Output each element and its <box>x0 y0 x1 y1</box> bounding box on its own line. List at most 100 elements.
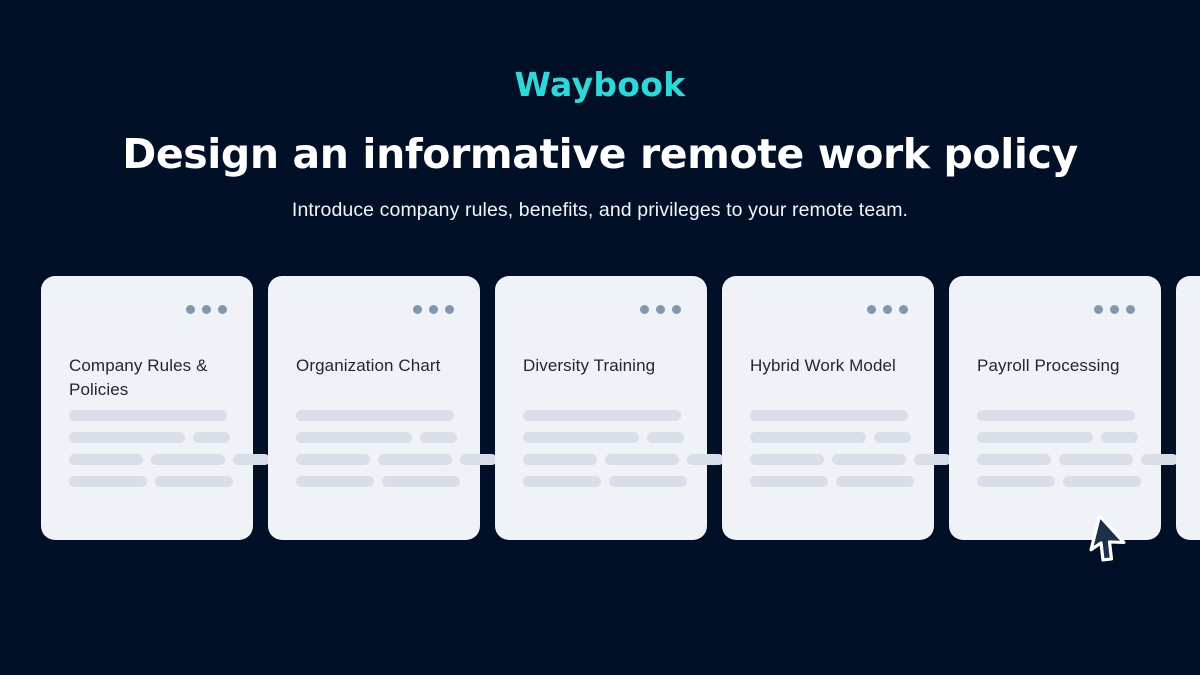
placeholder-bar <box>69 432 185 443</box>
placeholder-bar <box>832 454 906 465</box>
document-card-title: Payroll Processing <box>977 356 1120 375</box>
placeholder-bar <box>1059 454 1133 465</box>
placeholder-bar <box>523 410 681 421</box>
document-card[interactable]: Diversity Training <box>495 276 724 540</box>
brand-header: Waybook <box>0 0 1200 101</box>
placeholder-bar <box>977 410 1135 421</box>
placeholder-bar <box>750 410 908 421</box>
page-title: Design an informative remote work policy <box>122 130 1078 178</box>
placeholder-bar <box>233 454 270 465</box>
placeholder-bar <box>609 476 687 487</box>
placeholder-bar <box>750 454 824 465</box>
placeholder-bar <box>914 454 951 465</box>
document-card[interactable]: Payroll Processing <box>949 276 1178 540</box>
placeholder-bar <box>977 476 1055 487</box>
more-horizontal-icon[interactable] <box>186 305 227 314</box>
placeholder-row <box>523 454 724 465</box>
document-card[interactable]: Hybrid Work Model <box>722 276 951 540</box>
placeholder-bar <box>687 454 724 465</box>
placeholder-row <box>69 454 270 465</box>
placeholder-bar <box>1101 432 1138 443</box>
document-card-title: Hybrid Work Model <box>750 356 896 375</box>
dot <box>1126 305 1135 314</box>
placeholder-row <box>296 454 497 465</box>
placeholder-bar <box>750 432 866 443</box>
placeholder-row <box>69 476 233 487</box>
content-placeholder <box>750 410 951 498</box>
placeholder-bar <box>523 454 597 465</box>
placeholder-bar <box>647 432 684 443</box>
dot <box>186 305 195 314</box>
dot <box>672 305 681 314</box>
page-subtitle: Introduce company rules, benefits, and p… <box>291 199 909 222</box>
placeholder-row <box>523 476 687 487</box>
document-card[interactable]: Company Rules & Policies <box>41 276 270 540</box>
document-card-title: Company Rules & Policies <box>69 356 208 400</box>
placeholder-bar <box>69 476 147 487</box>
dot <box>899 305 908 314</box>
document-card-title: Organization Chart <box>296 356 441 375</box>
dot <box>413 305 422 314</box>
dot <box>1094 305 1103 314</box>
placeholder-bar <box>605 454 679 465</box>
placeholder-row <box>296 476 460 487</box>
placeholder-bar <box>296 476 374 487</box>
more-horizontal-icon[interactable] <box>867 305 908 314</box>
placeholder-row <box>523 432 684 443</box>
placeholder-bar <box>523 432 639 443</box>
dot <box>1110 305 1119 314</box>
placeholder-bar <box>836 476 914 487</box>
content-placeholder <box>69 410 270 498</box>
placeholder-row <box>750 454 951 465</box>
placeholder-row <box>977 410 1135 421</box>
placeholder-row <box>296 410 454 421</box>
document-card[interactable]: Organization Chart <box>268 276 497 540</box>
document-card[interactable] <box>1176 276 1200 540</box>
placeholder-row <box>69 432 230 443</box>
dot <box>429 305 438 314</box>
dot <box>202 305 211 314</box>
content-placeholder <box>296 410 497 498</box>
placeholder-row <box>750 476 914 487</box>
content-placeholder <box>523 410 724 498</box>
placeholder-row <box>523 410 681 421</box>
placeholder-bar <box>69 454 143 465</box>
placeholder-row <box>750 410 908 421</box>
placeholder-row <box>69 410 227 421</box>
placeholder-bar <box>382 476 460 487</box>
dot <box>640 305 649 314</box>
waybook-logo: Waybook <box>514 65 686 104</box>
placeholder-bar <box>874 432 911 443</box>
dot <box>883 305 892 314</box>
dot <box>867 305 876 314</box>
placeholder-bar <box>296 410 454 421</box>
more-horizontal-icon[interactable] <box>640 305 681 314</box>
dot <box>445 305 454 314</box>
placeholder-row <box>296 432 457 443</box>
placeholder-bar <box>750 476 828 487</box>
more-horizontal-icon[interactable] <box>1094 305 1135 314</box>
placeholder-bar <box>1141 454 1178 465</box>
document-card-rail[interactable]: Company Rules & Policies <box>41 276 1200 540</box>
placeholder-bar <box>69 410 227 421</box>
placeholder-row <box>977 476 1141 487</box>
document-card-title: Diversity Training <box>523 356 656 375</box>
placeholder-bar <box>523 476 601 487</box>
placeholder-bar <box>296 454 370 465</box>
dot <box>218 305 227 314</box>
placeholder-bar <box>296 432 412 443</box>
placeholder-bar <box>151 454 225 465</box>
more-horizontal-icon[interactable] <box>413 305 454 314</box>
content-placeholder <box>977 410 1178 498</box>
dot <box>656 305 665 314</box>
placeholder-bar <box>420 432 457 443</box>
placeholder-bar <box>378 454 452 465</box>
placeholder-bar <box>977 432 1093 443</box>
placeholder-bar <box>977 454 1051 465</box>
placeholder-bar <box>155 476 233 487</box>
placeholder-row <box>750 432 911 443</box>
placeholder-bar <box>193 432 230 443</box>
placeholder-bar <box>1063 476 1141 487</box>
placeholder-bar <box>460 454 497 465</box>
placeholder-row <box>977 454 1178 465</box>
